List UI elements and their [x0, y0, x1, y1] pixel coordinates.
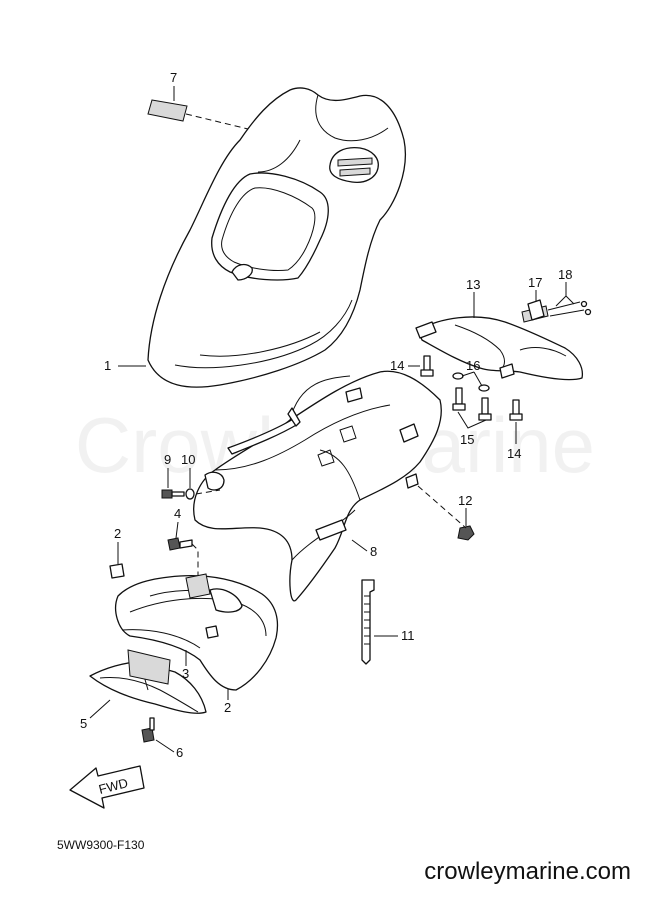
leader-16: [461, 371, 483, 387]
part-7-emblem[interactable]: [147, 99, 188, 122]
callout-7: 7: [170, 70, 177, 85]
callout-2b: 2: [224, 700, 231, 715]
leader-4: [175, 521, 179, 539]
leader-8: [351, 539, 368, 552]
part-13-rear-cover[interactable]: [415, 305, 584, 381]
callout-17: 17: [528, 275, 542, 290]
callout-12: 12: [458, 493, 472, 508]
part-14-bolt-right[interactable]: [509, 399, 523, 421]
callout-11: 11: [401, 628, 415, 643]
leader-9-10-dash: [195, 489, 221, 495]
callout-16: 16: [466, 358, 480, 373]
part-12-nut[interactable]: [457, 525, 475, 541]
part-16-washers[interactable]: [452, 372, 490, 392]
callout-15: 15: [460, 432, 474, 447]
part-8-lower-panel[interactable]: [193, 370, 442, 602]
leader-6: [155, 739, 175, 753]
fwd-label: FWD: [97, 775, 129, 797]
part-1-front-hood[interactable]: [147, 87, 406, 388]
part-3-inner-panel[interactable]: [115, 573, 279, 691]
part-11-cable-tie[interactable]: [361, 579, 375, 665]
callout-3: 3: [182, 666, 189, 681]
part-10-washer[interactable]: [185, 488, 195, 500]
leader-7-dash: [185, 113, 336, 151]
callout-6: 6: [176, 745, 183, 760]
callout-5: 5: [80, 716, 87, 731]
callout-4: 4: [174, 506, 181, 521]
callout-8: 8: [370, 544, 377, 559]
part-5-bottom-tray[interactable]: [89, 649, 207, 714]
callout-13: 13: [466, 277, 480, 292]
part-6-bolt[interactable]: [141, 717, 155, 743]
leader-5: [89, 699, 111, 719]
callout-14a: 14: [390, 358, 404, 373]
part-9-bolt[interactable]: [161, 489, 185, 499]
callout-14b: 14: [507, 446, 521, 461]
callout-1: 1: [104, 358, 111, 373]
part-15-bolts[interactable]: [452, 387, 492, 421]
leader-12-dash: [417, 485, 467, 529]
leader-15: [457, 411, 487, 429]
part-18-screws[interactable]: [547, 300, 592, 317]
callout-10: 10: [181, 452, 195, 467]
callout-18: 18: [558, 267, 572, 282]
site-name: crowleymarine.com: [424, 858, 631, 885]
part-14-bolt-left[interactable]: [420, 355, 434, 377]
callout-2a: 2: [114, 526, 121, 541]
diagram-code: 5WW9300-F130: [57, 838, 145, 852]
leader-18: [555, 282, 575, 307]
part-2-nut-upper[interactable]: [109, 563, 125, 579]
leader-4-dash: [191, 543, 199, 575]
part-4-bolt[interactable]: [167, 537, 193, 551]
callout-9: 9: [164, 452, 171, 467]
fwd-arrow-icon: FWD: [69, 765, 145, 809]
